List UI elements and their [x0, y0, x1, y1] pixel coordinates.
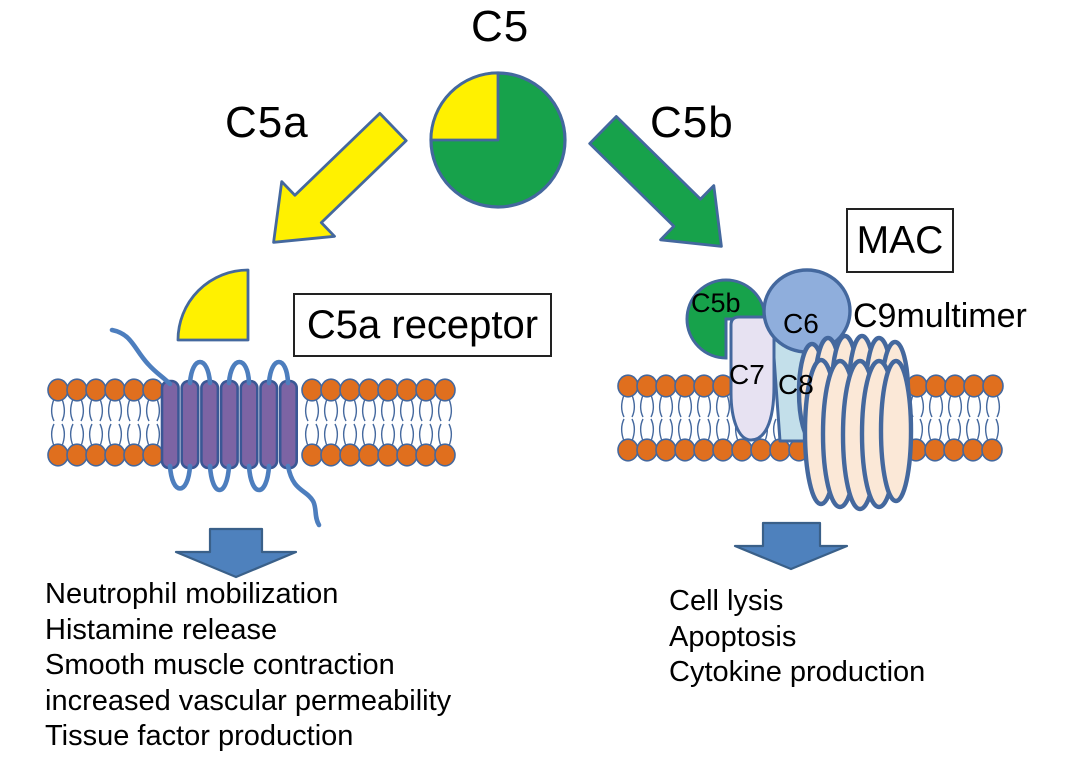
- mac-box: MAC: [846, 208, 954, 273]
- mac-label: MAC: [856, 218, 944, 262]
- mac-c7-label: C7: [729, 359, 765, 390]
- c5a-receptor-box: C5a receptor: [293, 293, 552, 357]
- list-item: Cytokine production: [669, 656, 926, 689]
- list-item: Smooth muscle contraction: [45, 649, 395, 682]
- left-down-arrow-icon: [174, 527, 298, 579]
- right-down-arrow-icon: [733, 521, 849, 571]
- c5a-receptor-loops: [109, 327, 322, 528]
- c5a-fragment-icon: [176, 268, 250, 342]
- c5-molecule-icon: [429, 71, 567, 209]
- c9-multimer-label: C9multimer: [853, 297, 1027, 335]
- c5-title: C5: [471, 2, 530, 51]
- list-item: Apoptosis: [669, 620, 797, 653]
- mac-c8-label: C8: [778, 369, 814, 400]
- list-item: increased vascular permeability: [45, 684, 452, 717]
- list-item: Neutrophil mobilization: [45, 578, 339, 610]
- list-item: Cell lysis: [669, 585, 784, 617]
- list-item: Histamine release: [45, 613, 278, 646]
- mac-c5b-label: C5b: [691, 288, 741, 318]
- c5a-branch-label: C5a: [225, 98, 309, 147]
- c9-multimer-shape: [796, 333, 914, 512]
- c5a-effects-list: Neutrophil mobilization Histamine releas…: [45, 577, 451, 755]
- mac-c5b-shape: [685, 278, 767, 360]
- mac-c6-label: C6: [783, 308, 819, 339]
- list-item: Tissue factor production: [45, 720, 354, 753]
- mac-c7-shape: [729, 315, 776, 442]
- c5a-receptor-helices: [160, 379, 299, 470]
- c5b-branch-label: C5b: [650, 98, 734, 147]
- c5a-receptor-label: C5a receptor: [306, 302, 539, 347]
- mac-complex: [685, 268, 914, 512]
- mac-effects-list: Cell lysis Apoptosis Cytokine production: [669, 584, 925, 691]
